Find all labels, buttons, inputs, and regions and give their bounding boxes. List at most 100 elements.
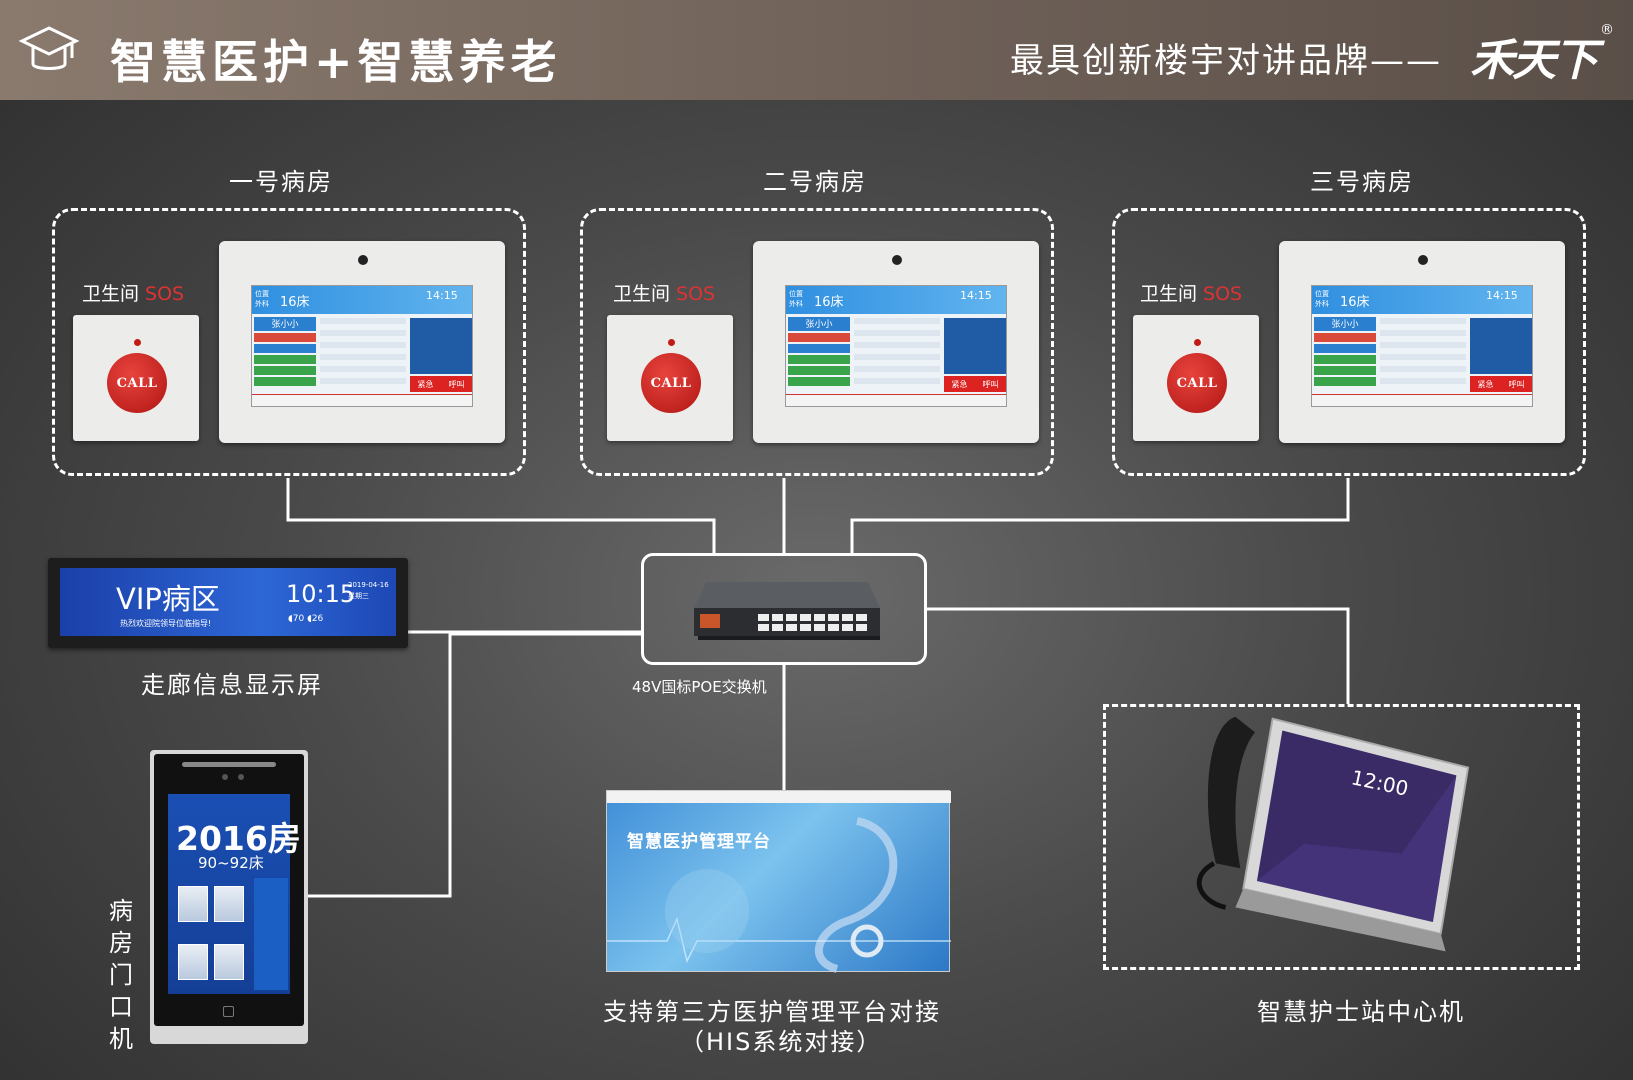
screen-header — [1312, 286, 1532, 314]
call-button[interactable]: CALL — [107, 339, 167, 413]
medical-notes — [320, 318, 406, 388]
page-title: 智慧医护+智慧养老 — [110, 35, 562, 89]
info-row — [254, 333, 316, 342]
corridor-date: 2019-04-16 星期三 — [348, 580, 389, 602]
screen-header — [252, 286, 472, 314]
bedside-terminal: 位置外科 16床 14:15 张小小 紧急呼叫 — [1279, 241, 1565, 443]
label-char: 房 — [109, 929, 133, 957]
temp-value: 70 — [292, 614, 305, 624]
screen-time: 14:15 — [426, 289, 458, 302]
call-label: 呼叫 — [448, 379, 465, 389]
terminal-screen: 位置外科 16床 14:15 张小小 紧急呼叫 — [785, 285, 1007, 407]
poe-switch-box — [641, 553, 927, 665]
bed-number: 16床 — [1340, 295, 1370, 310]
info-row — [788, 366, 850, 375]
room-number: 2016房 — [176, 819, 301, 858]
humidity-value: 26 — [311, 614, 324, 624]
corridor-env: ◖70 ◖26 — [288, 614, 323, 624]
camera-icon — [892, 255, 902, 265]
nurse-station-device — [1196, 716, 1470, 952]
info-row — [254, 344, 316, 353]
nurse-station-label: 智慧护士站中心机 — [1257, 998, 1465, 1026]
screen-position: 位置外科 — [255, 289, 269, 309]
bedside-terminal: 位置外科 16床 14:15 张小小 紧急 呼叫 — [219, 241, 505, 443]
ward-2-title: 二号病房 — [763, 168, 867, 196]
urgent-label: 紧急 — [417, 379, 434, 389]
humidity-icon: ◖ — [307, 614, 312, 624]
door-unit: 2016房 90~92床 — [150, 750, 308, 1044]
label-char: 病 — [109, 897, 133, 925]
call-button[interactable]: CALL — [1167, 339, 1227, 413]
his-platform-screen: 智慧医护管理平台 — [606, 790, 951, 973]
bedside-terminal: 位置外科 16床 14:15 张小小 紧急呼叫 — [753, 241, 1039, 443]
platform-caption-1: 支持第三方医护管理平台对接 — [603, 998, 941, 1026]
emergency-call-button[interactable]: 紧急呼叫 — [1470, 376, 1532, 392]
info-row — [788, 333, 850, 342]
camera-icon — [238, 774, 244, 780]
info-row — [1314, 344, 1376, 353]
screen-position: 位置外科 — [1315, 289, 1329, 309]
camera-icon — [1418, 255, 1428, 265]
home-button[interactable] — [223, 1006, 234, 1017]
screen-time: 14:15 — [1486, 289, 1518, 302]
corridor-time: 10:15 — [286, 580, 356, 608]
dept-text: 外科 — [1315, 300, 1329, 308]
bed-range: 90~92床 — [198, 854, 264, 872]
header-bar: 智慧医护+智慧养老 最具创新楼宇对讲品牌—— 禾天下 ® — [0, 0, 1633, 100]
sos-label: SOS — [1203, 283, 1243, 305]
dept-text: 外科 — [255, 300, 269, 308]
info-row — [254, 366, 316, 375]
platform-caption-2: （HIS系统对接） — [680, 1028, 883, 1056]
screen-footer — [1312, 394, 1532, 406]
label-char: 口 — [109, 993, 133, 1021]
brand-slogan: 最具创新楼宇对讲品牌—— — [1010, 41, 1442, 81]
info-row — [254, 355, 316, 364]
call-button[interactable]: CALL — [641, 339, 701, 413]
date-text: 2019-04-16 — [348, 581, 389, 589]
info-row — [1314, 355, 1376, 364]
bed-number: 16床 — [280, 295, 310, 310]
nurse-station-group: 12:00 — [1103, 704, 1580, 970]
bathroom-text: 卫生间 — [1140, 283, 1198, 305]
patient-name: 张小小 — [254, 317, 316, 331]
urgent-label: 紧急 — [951, 379, 968, 389]
screen-position: 位置外科 — [789, 289, 803, 309]
medical-notes — [854, 318, 940, 388]
nurse-photo — [178, 944, 208, 980]
label-char: 机 — [109, 1025, 133, 1053]
call-panel: CALL — [73, 315, 199, 441]
screen-time: 14:15 — [960, 289, 992, 302]
doctor-photo — [214, 886, 244, 922]
screen-footer — [786, 394, 1006, 406]
door-unit-screen: 2016房 90~92床 — [168, 794, 301, 994]
medical-notes — [1380, 318, 1466, 388]
terminal-screen: 位置外科 16床 14:15 张小小 紧急呼叫 — [1311, 285, 1533, 407]
emergency-call-button[interactable]: 紧急呼叫 — [944, 376, 1006, 392]
info-row — [788, 344, 850, 353]
nurse-photo — [214, 944, 244, 980]
camera-icon — [222, 774, 228, 780]
network-switch-icon — [694, 582, 880, 640]
position-text: 位置 — [789, 290, 803, 298]
terminal-screen: 位置外科 16床 14:15 张小小 紧急 呼叫 — [251, 285, 473, 407]
info-row — [1314, 366, 1376, 375]
door-unit-top-bar — [182, 762, 276, 767]
stethoscope-icon — [607, 817, 951, 973]
weekday-text: 星期三 — [348, 592, 369, 600]
registered-mark: ® — [1600, 22, 1614, 38]
graduation-cap-icon — [18, 26, 80, 70]
doctor-photo — [178, 886, 208, 922]
emergency-call-button[interactable]: 紧急 呼叫 — [410, 376, 472, 392]
ward-name: VIP病区 — [116, 582, 220, 616]
camera-icon — [358, 255, 368, 265]
patient-name: 张小小 — [1314, 317, 1376, 331]
platform-title: 智慧医护管理平台 — [627, 832, 771, 852]
urgent-label: 紧急 — [1477, 379, 1494, 389]
